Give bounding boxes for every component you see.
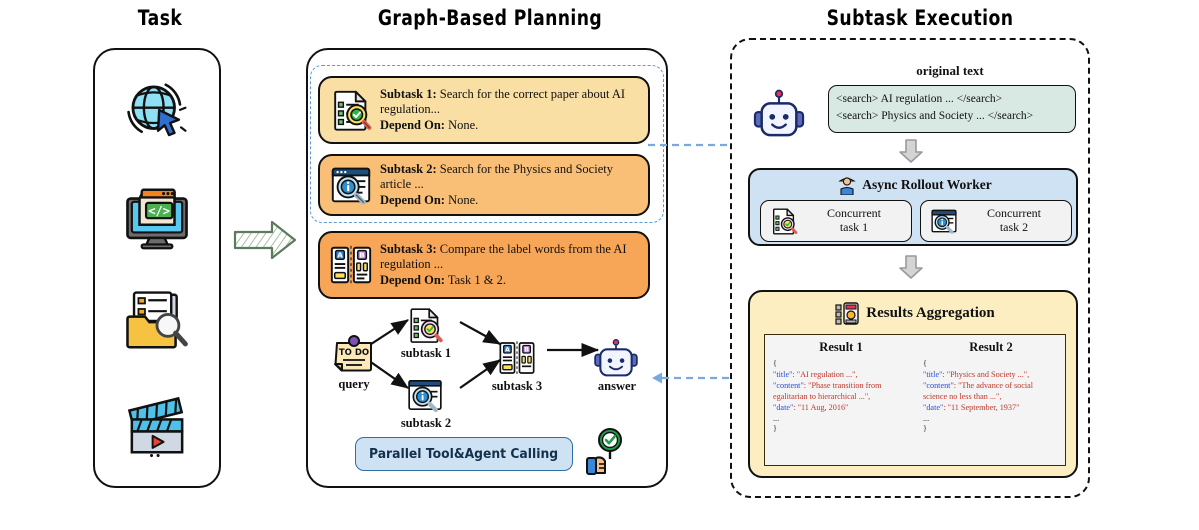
- graph-node-subtask2-label: subtask 2: [400, 416, 452, 430]
- graph-node-subtask2-icon: [408, 380, 442, 413]
- original-text-box: <search> AI regulation ... </search> <se…: [828, 85, 1076, 133]
- svg-text:B: B: [524, 347, 529, 354]
- result-1-line-3: egalitarian to hierarchical ...",: [773, 391, 871, 401]
- concurrent-task-1-label: Concurrent task 1: [805, 206, 903, 235]
- globe-cursor-icon: [127, 82, 187, 136]
- graph-node-subtask1-icon: [410, 308, 443, 343]
- graph-node-query-label: query: [338, 377, 370, 391]
- svg-text:A: A: [337, 251, 343, 260]
- result-1-line-6: }: [773, 424, 777, 434]
- result-2-line-5: ...: [923, 413, 930, 423]
- result-2-line-3: science no less than ...",: [923, 391, 1002, 401]
- subtask-2-text: Subtask 2: Search for the Physics and So…: [380, 162, 640, 208]
- result-2-line-2: "content": "The advance of social: [923, 380, 1034, 390]
- worker-person-icon: [838, 177, 856, 195]
- results-aggregation-box: Results Aggregation Result 1 { "title": …: [748, 290, 1078, 478]
- svg-text:A: A: [505, 347, 510, 354]
- original-text-line-2: <search> Physics and Society ... </searc…: [836, 109, 1034, 122]
- aggregation-title: Results Aggregation: [866, 304, 995, 321]
- original-text-line-1: <search> AI regulation ... </search>: [836, 93, 1003, 105]
- column-title-planning: Graph-Based Planning: [377, 6, 603, 30]
- subtask-3-desc: Compare the label words from the AI regu…: [380, 242, 627, 272]
- concurrent-task-1[interactable]: Concurrent task 1: [760, 200, 912, 242]
- document-check-magnifier-icon: [334, 90, 372, 131]
- result-1-line-2: "content": "Phase transition from: [773, 380, 882, 390]
- async-rollout-worker-box: Async Rollout Worker Concurrent task 1: [748, 168, 1078, 246]
- concurrent-task-1-line2: task 1: [839, 220, 869, 234]
- subtask-1-label: Subtask 1:: [380, 87, 437, 102]
- result-2-line-1: "title": "Physics and Society ...",: [923, 369, 1030, 379]
- hatched-right-arrow: [233, 220, 297, 260]
- down-arrow-icon-2: [899, 255, 923, 279]
- concurrent-task-2-line2: task 2: [999, 220, 1029, 234]
- subtask-1-desc: Search for the correct paper about AI re…: [380, 87, 626, 117]
- graph-node-answer-label: answer: [597, 379, 637, 393]
- concurrent-task-2-label: Concurrent task 2: [965, 206, 1063, 235]
- graph-node-answer-robot-icon: [594, 339, 638, 377]
- subtask-card-1[interactable]: Subtask 1: Search for the correct paper …: [318, 76, 650, 144]
- svg-text:</>: </>: [148, 203, 170, 217]
- subtask-2-depend-value: None.: [448, 192, 479, 207]
- column-title-execution: Subtask Execution: [826, 6, 1014, 30]
- subtask-2-label: Subtask 2:: [380, 162, 437, 177]
- result-2-line-6: }: [923, 424, 927, 434]
- worker-title: Async Rollout Worker: [862, 177, 992, 192]
- robot-icon: [753, 89, 805, 137]
- graph-node-subtask3-icon: A B: [499, 341, 535, 375]
- results-card: Result 1 { "title": "AI regulation ...",…: [764, 334, 1066, 466]
- result-column-1: Result 1 { "title": "AI regulation ...",…: [765, 335, 915, 465]
- result-2-line-0: {: [923, 359, 927, 368]
- concurrent-task-2[interactable]: Concurrent task 2: [920, 200, 1072, 242]
- aggregation-title-row: Results Aggregation: [750, 300, 1080, 326]
- subtask-card-2[interactable]: Subtask 2: Search for the Physics and So…: [318, 154, 650, 216]
- result-1-heading: Result 1: [819, 340, 863, 354]
- browser-info-magnifier-icon: [931, 209, 957, 234]
- connector-execution-to-planning: [652, 372, 748, 384]
- subtask-1-text: Subtask 1: Search for the correct paper …: [380, 87, 640, 133]
- folder-search-icon: [126, 290, 188, 349]
- subtask-3-text: Subtask 3: Compare the label words from …: [380, 242, 640, 288]
- graph-node-subtask1-label: subtask 1: [400, 346, 452, 360]
- subtask-3-depend-value: Task 1 & 2.: [447, 272, 507, 287]
- subtask-card-3[interactable]: A B Subtask 3: Compare the label words f…: [318, 231, 650, 299]
- svg-text:TO DO: TO DO: [339, 348, 369, 358]
- subtask-1-depend-value: None.: [448, 117, 479, 132]
- compare-ab-icon: A B: [330, 245, 372, 285]
- concurrent-task-2-line1: Concurrent: [987, 206, 1041, 221]
- clapperboard-play-icon: [127, 396, 184, 457]
- down-arrow-icon-1: [899, 139, 923, 163]
- document-check-magnifier-icon: [773, 208, 798, 235]
- browser-info-magnifier-icon: [331, 167, 371, 205]
- result-1-line-0: {: [773, 359, 777, 368]
- svg-text:B: B: [359, 251, 364, 260]
- parallel-tool-agent-banner[interactable]: Parallel Tool&Agent Calling: [355, 437, 573, 471]
- worker-title-row: Async Rollout Worker: [750, 174, 1080, 196]
- subtask-3-depend-label: Depend On:: [380, 272, 445, 287]
- thumbs-up-check-icon: [586, 428, 622, 475]
- todo-note-icon: TO DO: [334, 335, 372, 372]
- column-title-task: Task: [137, 6, 183, 30]
- task-dependency-graph: [364, 319, 600, 389]
- subtask-2-desc: Search for the Physics and Society artic…: [380, 162, 613, 192]
- result-1-line-4: "date": "11 Aug, 2016": [773, 402, 849, 412]
- subtask-1-depend-label: Depend On:: [380, 117, 445, 132]
- monitor-code-icon: </>: [126, 187, 188, 249]
- graph-node-subtask3-label: subtask 3: [491, 379, 543, 393]
- result-1-line-1: "title": "AI regulation ...",: [773, 369, 858, 379]
- result-1-line-5: ...: [773, 413, 780, 423]
- parallel-banner-label: Parallel Tool&Agent Calling: [369, 446, 559, 462]
- result-2-heading: Result 2: [969, 340, 1013, 354]
- server-aggregation-icon: [835, 302, 859, 325]
- original-text-label: original text: [916, 63, 984, 78]
- task-panel: </>: [93, 48, 221, 488]
- result-2-line-4: "date": "11 September, 1937": [923, 402, 1020, 412]
- concurrent-task-1-line1: Concurrent: [827, 206, 881, 221]
- subtask-2-depend-label: Depend On:: [380, 192, 445, 207]
- subtask-3-label: Subtask 3:: [380, 242, 437, 257]
- result-column-2: Result 2 { "title": "Physics and Society…: [915, 335, 1065, 465]
